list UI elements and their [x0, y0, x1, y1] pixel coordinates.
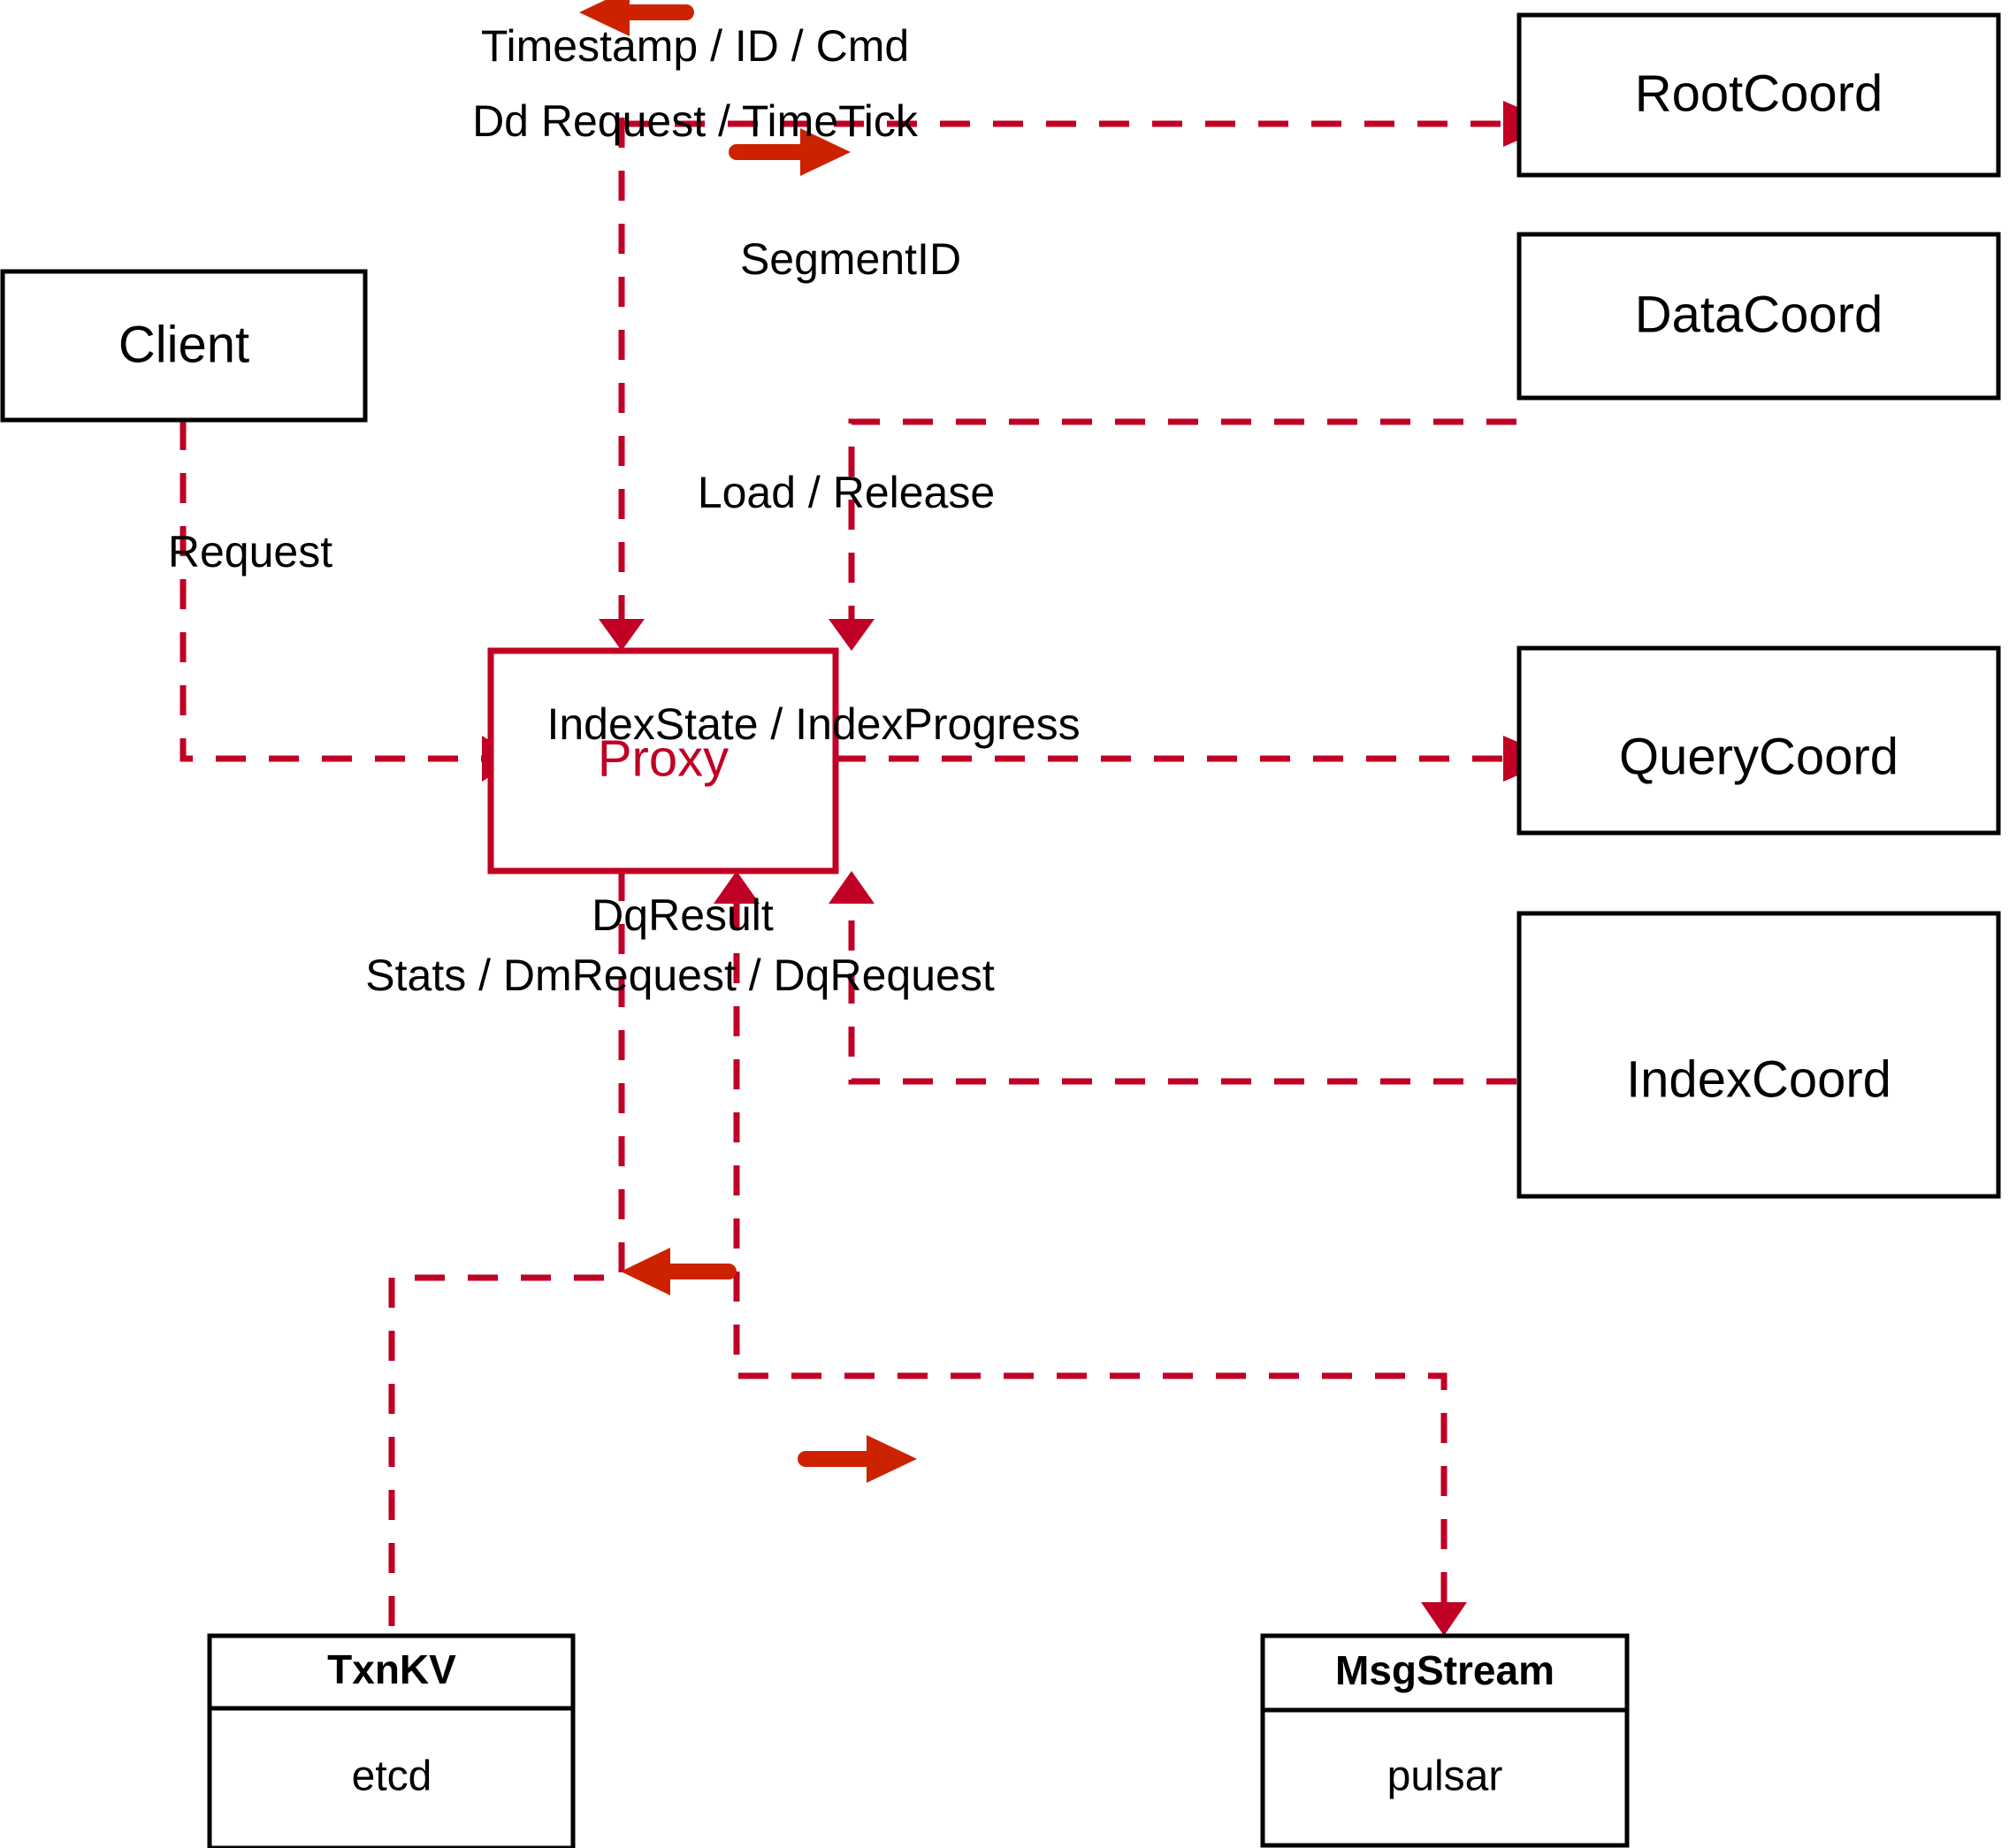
- arrowhead-icon: [829, 619, 875, 651]
- direction-arrow-dqresult-left: [621, 1248, 737, 1295]
- direction-arrow-ddrequest-right: [729, 128, 851, 176]
- arrowhead-icon-msgstream: [1421, 1602, 1467, 1636]
- edge-stats-dm-dq-request: [714, 871, 1467, 1636]
- node-client[interactable]: Client: [0, 269, 368, 423]
- edge-txnkv-link: [388, 871, 625, 1636]
- arrowhead-icon-proxy: [714, 871, 760, 904]
- node-root-coord[interactable]: RootCoord: [1516, 12, 2001, 178]
- edge-label-load-release: Load / Release: [698, 468, 995, 517]
- edge-label-dq-result: DqResult: [592, 890, 774, 940]
- node-box-shape: [1516, 232, 2001, 401]
- arrowhead-icon: [829, 871, 875, 904]
- edge-label-index-state-progress: IndexState / IndexProgress: [546, 699, 1080, 749]
- node-label-index-coord: IndexCoord: [1626, 1050, 1891, 1108]
- node-box-shape: [1260, 1633, 1630, 1848]
- node-box-shape: [487, 647, 839, 874]
- edge-label-request: Request: [168, 527, 332, 577]
- node-box-shape: [1516, 911, 2001, 1199]
- node-label-msgstream-impl: pulsar: [1387, 1753, 1503, 1800]
- edge-label-timestamp-id-cmd: Timestamp / ID / Cmd: [481, 21, 909, 71]
- node-label-data-coord: DataCoord: [1635, 286, 1883, 343]
- node-box-shape: [1516, 12, 2001, 178]
- node-label-txnkv-impl: etcd: [352, 1753, 432, 1800]
- node-label-txnkv: TxnKV: [327, 1646, 456, 1692]
- arrow-head-icon: [867, 1435, 917, 1483]
- edge-path: [388, 871, 625, 1636]
- node-box-shape: [1516, 645, 2001, 836]
- arrow-head-icon: [800, 128, 851, 176]
- edge-label-dd-request-timetick: Dd Request / TimeTick: [472, 96, 919, 146]
- node-index-coord[interactable]: IndexCoord: [1516, 911, 2001, 1199]
- arrowhead-icon: [599, 619, 645, 651]
- edge-path: [180, 420, 482, 762]
- arrow-head-icon: [621, 1248, 670, 1295]
- edge-segment-id: [829, 418, 1516, 651]
- node-proxy[interactable]: Proxy: [487, 647, 839, 874]
- node-txnkv[interactable]: TxnKV etcd: [207, 1633, 576, 1848]
- node-label-proxy: Proxy: [598, 729, 729, 787]
- node-msgstream[interactable]: MsgStream pulsar: [1260, 1633, 1630, 1848]
- node-label-query-coord: QueryCoord: [1619, 728, 1898, 785]
- edge-timestamp-id-cmd: [599, 118, 645, 651]
- node-label-root-coord: RootCoord: [1635, 65, 1883, 122]
- direction-arrow-stats-right: [798, 1435, 917, 1483]
- node-label-msgstream: MsgStream: [1335, 1647, 1554, 1693]
- node-label-client: Client: [118, 316, 249, 373]
- edge-path: [733, 900, 1448, 1602]
- edge-index-state-progress: [829, 871, 1516, 1085]
- arrow-head-icon: [579, 0, 630, 36]
- direction-arrow-timestamp-left: [579, 0, 694, 36]
- edge-path: [848, 418, 1516, 619]
- edge-label-stats-dm-dq-request: Stats / DmRequest / DqRequest: [365, 951, 995, 1000]
- edge-path: [848, 900, 1516, 1085]
- edge-label-segment-id: SegmentID: [740, 234, 961, 284]
- node-box-shape: [0, 269, 368, 423]
- node-box-shape: [207, 1633, 576, 1848]
- edge-request: [180, 420, 518, 782]
- node-query-coord[interactable]: QueryCoord: [1516, 645, 2001, 836]
- node-data-coord[interactable]: DataCoord: [1516, 232, 2001, 401]
